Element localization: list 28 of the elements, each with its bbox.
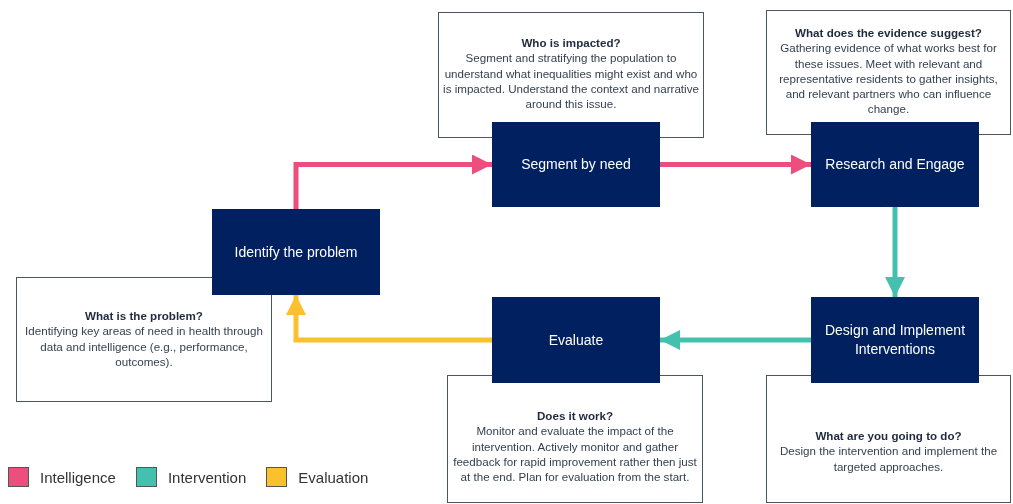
description-box — [766, 375, 1011, 503]
process-box: Design and Implement Interventions — [811, 297, 979, 383]
box-heading: What does the evidence suggest? — [794, 25, 983, 41]
box-description: Design the intervention and implement the targeted approaches. — [778, 443, 999, 474]
arrow — [660, 330, 811, 350]
description-box — [16, 277, 272, 402]
arrow — [293, 154, 492, 209]
process-box: Identify the problem — [212, 209, 380, 295]
process-box: Segment by need — [492, 122, 660, 207]
legend-label: Intervention — [167, 468, 247, 486]
arrow — [286, 295, 492, 343]
legend-label: Evaluation — [298, 468, 369, 486]
description-box — [766, 10, 1011, 135]
box-description: Monitor and evaluate the impact of the intervention. Actively monitor and gather feedback for rapid improvement rather then just at the end. Plan for evaluation from the start. — [452, 423, 698, 485]
description-box — [447, 375, 703, 503]
box-description: Segment and stratifying the population to understand what inequalities might exist and who is impacted. Understand the context and narrative around this issue. — [442, 50, 700, 112]
process-box: Research and Engage — [811, 122, 979, 207]
box-heading: What is the problem? — [84, 308, 204, 324]
box-heading: What are you going to do? — [814, 428, 963, 444]
box-heading: Who is impacted? — [520, 35, 622, 51]
box-description: Gathering evidence of what works best for these issues. Meet with relevant and representative residents to gather insights, and relevant partners who can influence change. — [778, 40, 999, 117]
process-box: Evaluate — [492, 297, 660, 383]
box-description: Identifying key areas of need in health through data and intelligence (e.g., performance, outcomes). — [24, 323, 264, 370]
legend-label: Intelligence — [40, 468, 116, 486]
description-box — [438, 12, 704, 138]
box-heading: Does it work? — [536, 408, 614, 424]
arrow — [660, 154, 811, 175]
arrow — [885, 207, 905, 297]
